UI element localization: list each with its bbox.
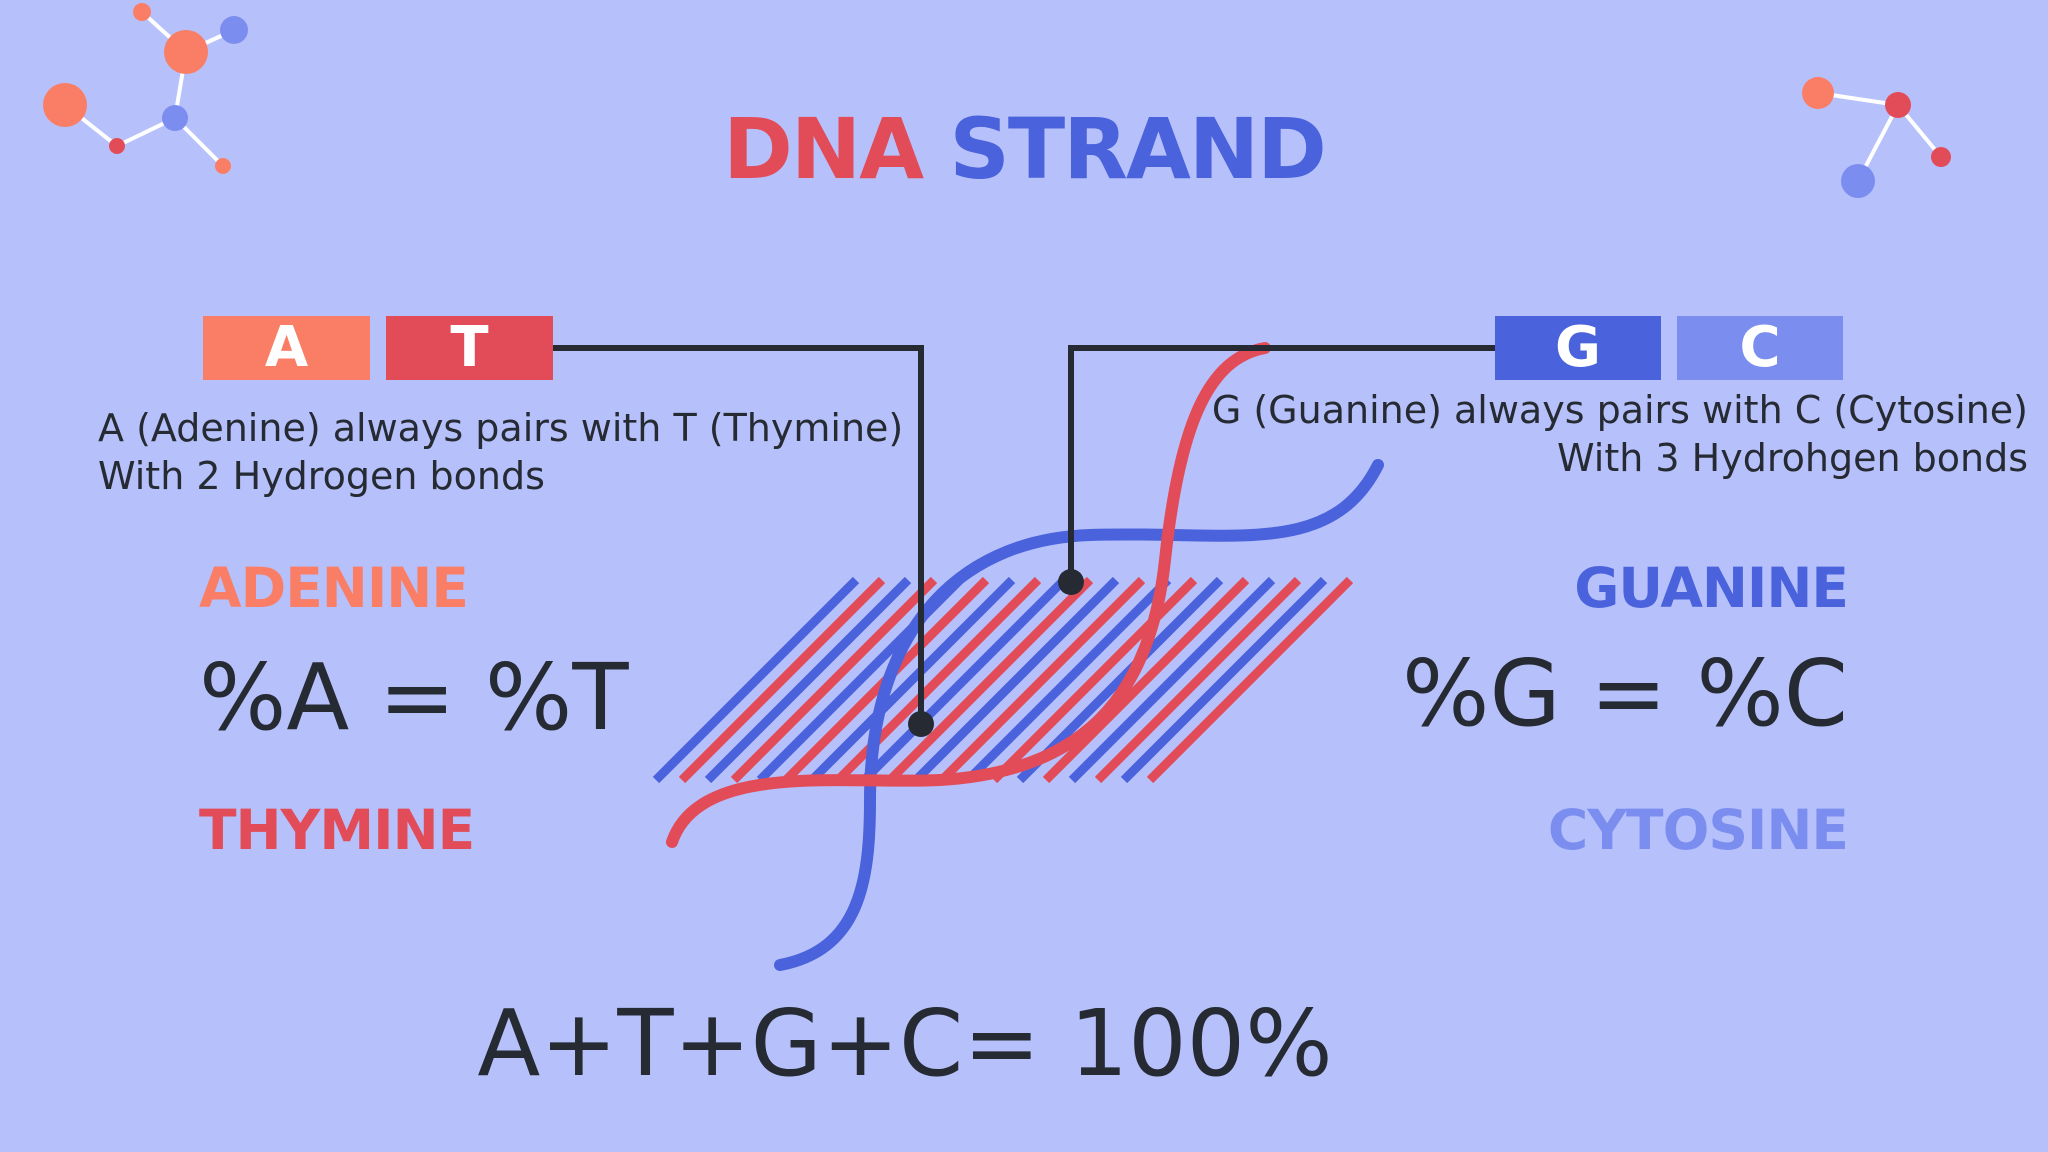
dna-helix-illustration xyxy=(652,342,1384,971)
title-part-dna: DNA xyxy=(723,100,924,198)
title-part-strand: STRAND xyxy=(949,100,1327,198)
base-box-t: T xyxy=(386,316,553,380)
at-description-line1: A (Adenine) always pairs with T (Thymine… xyxy=(98,406,904,450)
equation-at: %A = %T xyxy=(199,644,629,751)
label-guanine: GUANINE xyxy=(1574,556,1849,620)
gc-description-line2: With 3 Hydrohgen bonds xyxy=(1557,436,2028,480)
equation-total: A+T+G+C= 100% xyxy=(477,990,1333,1097)
base-box-g: G xyxy=(1495,316,1661,380)
molecule-icon-top-right xyxy=(1802,77,1951,198)
connector-lines xyxy=(553,345,1495,724)
gc-description-line1: G (Guanine) always pairs with C (Cytosin… xyxy=(1211,388,2028,432)
page-title: DNA STRAND xyxy=(0,100,2048,198)
molecule-icon-top-left xyxy=(43,3,248,174)
base-box-c: C xyxy=(1677,316,1843,380)
at-description-line2: With 2 Hydrogen bonds xyxy=(98,454,545,498)
helix-strand-blue xyxy=(774,459,1384,971)
at-description: A (Adenine) always pairs with T (Thymine… xyxy=(98,404,903,500)
connector-dot-gc xyxy=(1058,569,1084,595)
label-adenine: ADENINE xyxy=(199,556,469,620)
helix-strand-red xyxy=(666,342,1271,848)
equation-gc: %G = %C xyxy=(1402,640,1848,747)
gc-description: G (Guanine) always pairs with C (Cytosin… xyxy=(1212,386,2028,482)
label-cytosine: CYTOSINE xyxy=(1547,798,1849,862)
base-box-a: A xyxy=(203,316,370,380)
label-thymine: THYMINE xyxy=(199,798,475,862)
base-pair-rungs xyxy=(652,576,1354,784)
connector-dot-at xyxy=(908,711,934,737)
